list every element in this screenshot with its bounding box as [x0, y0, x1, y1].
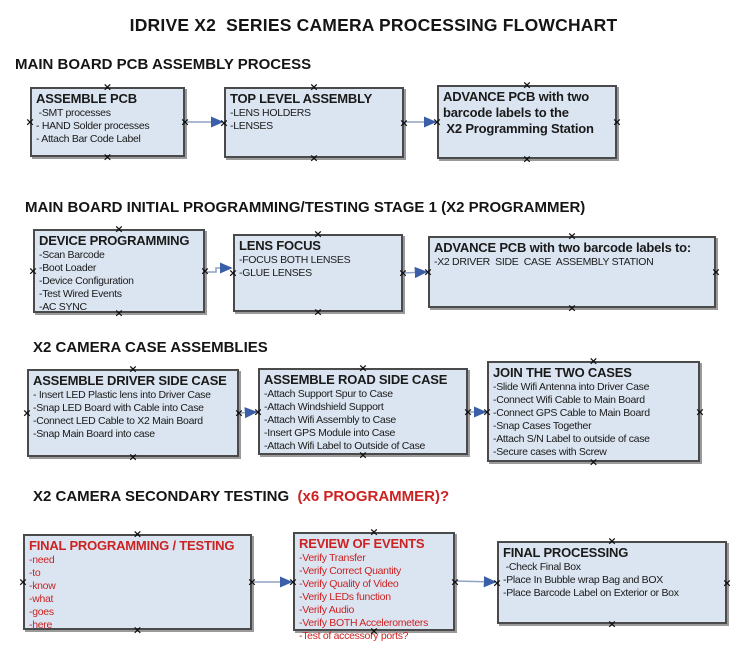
connector-arrow: [402, 266, 428, 279]
box-line: -Verify Transfer: [299, 552, 366, 564]
box-line: - Insert LED Plastic lens into Driver Ca…: [33, 389, 211, 401]
box-title: ADVANCE PCB with two barcode labels to t…: [443, 89, 594, 136]
box-line: -Snap LED Board with Cable into Case: [33, 402, 204, 414]
box-line: -SMT processes: [36, 107, 111, 119]
box-title: ADVANCE PCB with two barcode labels to:: [434, 240, 692, 255]
box-line: -Boot Loader: [39, 262, 97, 274]
section-2-heading: MAIN BOARD INITIAL PROGRAMMING/TESTING S…: [25, 199, 585, 216]
box-line: -Device Configuration: [39, 275, 134, 287]
box-line: -X2 DRIVER SIDE CASE ASSEMBLY STATION: [434, 256, 654, 268]
section-heading-text: MAIN BOARD INITIAL PROGRAMMING/TESTING S…: [25, 199, 586, 216]
box-title: FINAL PROGRAMMING / TESTING: [29, 538, 235, 553]
flow-box-s4-3: FINAL PROCESSING -Check Final Box-Place …: [497, 541, 727, 624]
box-line: -Place In Bubble wrap Bag and BOX: [503, 574, 663, 586]
box-line: -Attach Wifi Assembly to Case: [264, 414, 396, 426]
box-line: -goes: [29, 606, 54, 618]
box-title: JOIN THE TWO CASES: [493, 365, 632, 380]
flow-box-s3-1: ASSEMBLE DRIVER SIDE CASE- Insert LED Pl…: [27, 369, 239, 457]
box-line: -Snap Main Board into case: [33, 428, 155, 440]
box-line: -Test of accessory ports?: [299, 630, 409, 642]
box-line: -Connect Wifi Cable to Main Board: [493, 394, 645, 406]
flow-box-s4-1: FINAL PROGRAMMING / TESTING-need-to-know…: [23, 534, 252, 631]
section-heading-red-text: (x6 PROGRAMMER)?: [293, 488, 450, 505]
box-line: -what: [29, 593, 54, 605]
section-heading-text: MAIN BOARD PCB ASSEMBLY PROCESS: [15, 56, 312, 73]
section-heading-text: X2 CAMERA CASE ASSEMBLIES: [33, 339, 268, 356]
section-3-heading: X2 CAMERA CASE ASSEMBLIES: [33, 339, 268, 356]
box-line: -Connect GPS Cable to Main Board: [493, 407, 650, 419]
box-title: LENS FOCUS: [239, 238, 321, 253]
section-4-heading: X2 CAMERA SECONDARY TESTING (x6 PROGRAMM…: [33, 488, 449, 505]
connector-arrow: [205, 262, 233, 274]
box-line: -Check Final Box: [503, 561, 581, 573]
box-line: -GLUE LENSES: [239, 267, 312, 279]
section-1-heading: MAIN BOARD PCB ASSEMBLY PROCESS: [15, 56, 311, 73]
box-line: -Attach Wifi Label to Outside of Case: [264, 440, 426, 452]
box-line: -know: [29, 580, 56, 592]
box-line: -Place Barcode Label on Exterior or Box: [503, 587, 679, 599]
flow-box-s1-2: TOP LEVEL ASSEMBLY-LENS HOLDERS-LENSES: [224, 87, 404, 158]
box-line: -Verify Correct Quantity: [299, 565, 401, 577]
box-line: -Attach Support Spur to Case: [264, 388, 393, 400]
box-title: ASSEMBLE ROAD SIDE CASE: [264, 372, 448, 387]
box-title: DEVICE PROGRAMMING: [39, 233, 190, 248]
box-line: -Test Wired Events: [39, 288, 122, 300]
flow-box-s3-3: JOIN THE TWO CASES-Slide Wifi Antenna in…: [487, 361, 700, 462]
box-line: -here: [29, 619, 53, 631]
flow-box-s2-1: DEVICE PROGRAMMING-Scan Barcode-Boot Loa…: [33, 229, 205, 313]
box-line: -LENSES: [230, 120, 273, 132]
flow-box-s2-3: ADVANCE PCB with two barcode labels to:-…: [428, 236, 716, 308]
box-line: -Snap Cases Together: [493, 420, 592, 432]
box-line: -LENS HOLDERS: [230, 107, 311, 119]
box-line: -Connect LED Cable to X2 Main Board: [33, 415, 203, 427]
box-line: - Attach Bar Code Label: [36, 133, 141, 145]
box-line: -Verify Audio: [299, 604, 355, 616]
page-title: IDRIVE X2 SERIES CAMERA PROCESSING FLOWC…: [129, 15, 618, 35]
box-title: TOP LEVEL ASSEMBLY: [230, 91, 373, 106]
box-line: -Attach S/N Label to outside of case: [493, 433, 650, 445]
box-line: -Verify LEDs function: [299, 591, 391, 603]
flow-box-s1-3: ADVANCE PCB with two barcode labels to t…: [437, 85, 617, 159]
box-line: -Insert GPS Module into Case: [264, 427, 396, 439]
box-line: -Scan Barcode: [39, 249, 105, 261]
box-title: REVIEW OF EVENTS: [299, 536, 425, 551]
box-title: ASSEMBLE DRIVER SIDE CASE: [33, 373, 227, 388]
box-line: -AC SYNC: [39, 301, 87, 313]
box-line: -FOCUS BOTH LENSES: [239, 254, 351, 266]
connector-arrow: [238, 407, 258, 419]
box-title: ASSEMBLE PCB: [36, 91, 137, 106]
flow-box-s1-1: ASSEMBLE PCB -SMT processes- HAND Solder…: [30, 87, 185, 157]
box-line: -need: [29, 554, 55, 566]
box-line: - HAND Solder processes: [36, 120, 150, 132]
box-line: -Attach Windshield Support: [264, 401, 384, 413]
box-line: -Verify BOTH Accelerometers: [299, 617, 429, 629]
connector-arrow: [454, 576, 497, 588]
box-line: -Verify Quality of Video: [299, 578, 399, 590]
box-line: -Secure cases with Screw: [493, 446, 607, 458]
flow-box-s4-2: REVIEW OF EVENTS-Verify Transfer-Verify …: [293, 532, 455, 642]
box-line: -Slide Wifi Antenna into Driver Case: [493, 381, 650, 393]
box-title: FINAL PROCESSING: [503, 545, 629, 560]
section-heading-text: X2 CAMERA SECONDARY TESTING: [33, 488, 294, 505]
flow-box-s2-2: LENS FOCUS-FOCUS BOTH LENSES-GLUE LENSES: [233, 234, 403, 312]
flow-box-s3-2: ASSEMBLE ROAD SIDE CASE-Attach Support S…: [258, 368, 468, 455]
box-line: -to: [29, 567, 41, 579]
